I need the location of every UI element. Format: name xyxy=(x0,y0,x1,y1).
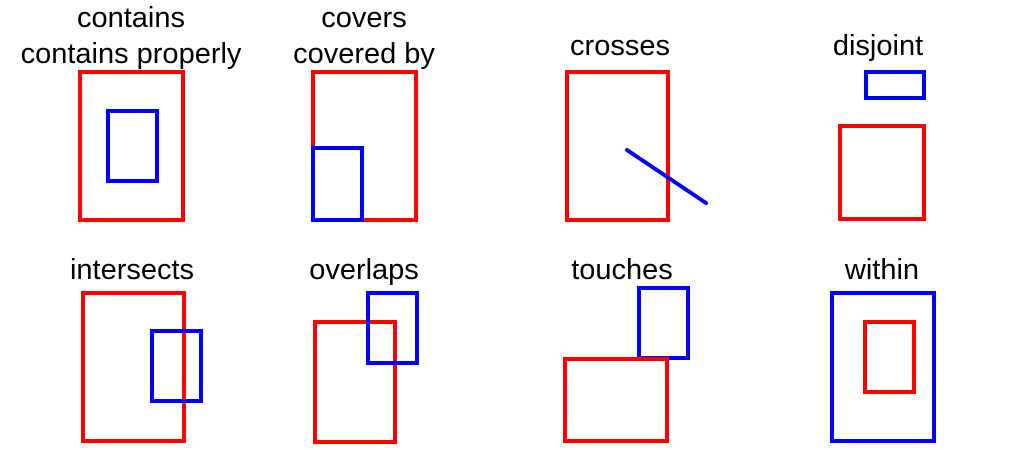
overlaps-blue-rectangle xyxy=(366,291,419,365)
disjoint-red-rectangle xyxy=(838,124,926,221)
within-red-inner-rectangle xyxy=(863,320,916,394)
touches-blue-rectangle xyxy=(637,286,690,360)
contains-blue-inner-rectangle xyxy=(106,109,159,183)
crosses-red-rectangle xyxy=(565,70,670,222)
intersects-red-rectangle xyxy=(81,291,186,443)
overlaps-red-rectangle xyxy=(313,320,397,444)
crosses-blue-line xyxy=(625,148,708,205)
contains-red-outer-rectangle xyxy=(78,70,185,222)
intersects-blue-rectangle xyxy=(150,329,203,403)
within-blue-outer-rectangle xyxy=(830,291,936,443)
covers-blue-rectangle xyxy=(311,146,364,222)
touches-red-rectangle xyxy=(563,357,669,443)
disjoint-blue-rectangle xyxy=(864,70,926,100)
